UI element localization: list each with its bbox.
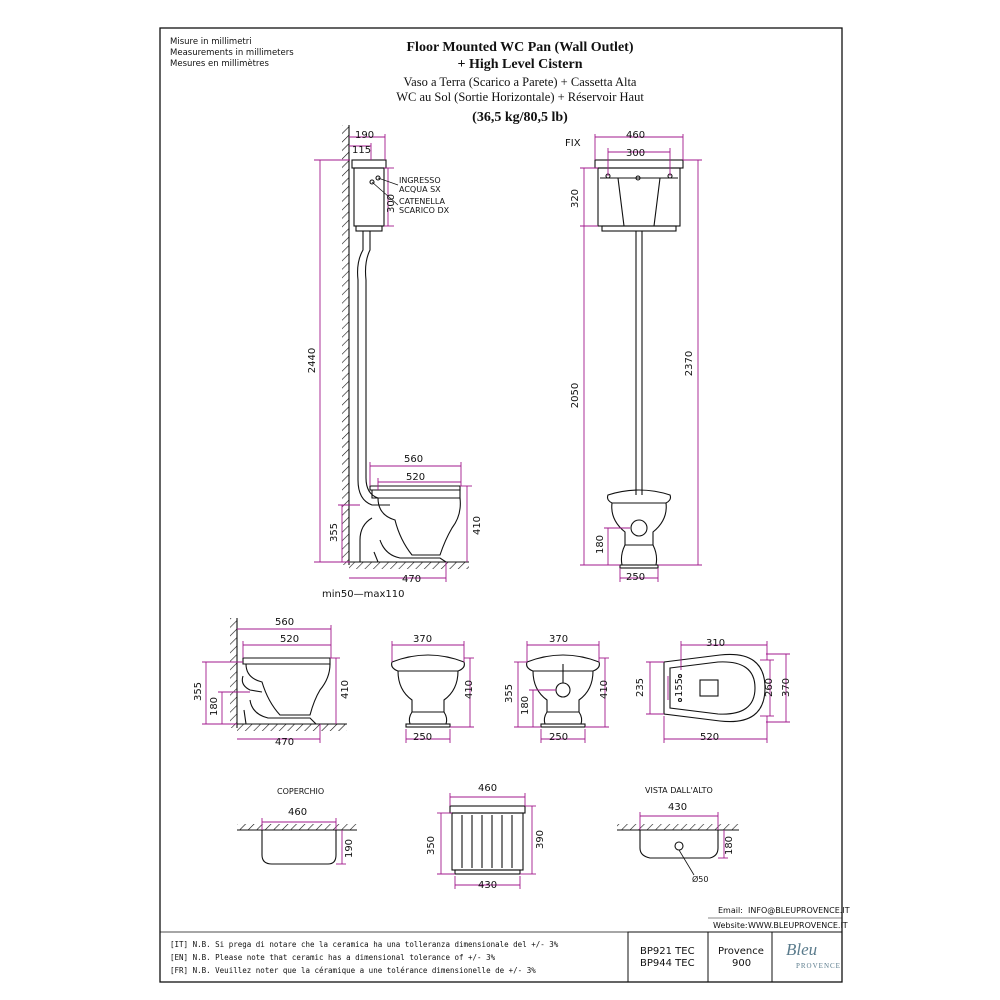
pan-side-view	[230, 618, 347, 731]
product-code-1: BP921 TEC	[640, 946, 695, 957]
fix-label: FIX	[565, 138, 581, 149]
dim-c-250: 250	[549, 732, 569, 743]
units-it: Misure in millimetri	[170, 37, 252, 47]
dim-cist-390: 390	[535, 829, 547, 850]
title-block	[627, 931, 843, 983]
chain-label-2: SCARICO DX	[399, 206, 450, 215]
email-link[interactable]: INFO@BLEUPROVENCE.IT	[748, 906, 850, 915]
dim-c-355: 355	[504, 683, 516, 704]
series-number: 900	[732, 958, 752, 969]
note-en: [EN] N.B. Please note that ceramic has a…	[170, 953, 496, 962]
dim-2050: 2050	[570, 382, 582, 409]
dim-a-410: 410	[340, 679, 352, 700]
lid-label: COPERCHIO	[277, 787, 325, 796]
side-view	[342, 125, 469, 569]
dim-190: 190	[355, 130, 375, 141]
dim-d-155: 155	[674, 677, 686, 698]
pan-top-dimensions	[646, 641, 790, 743]
lid-view	[237, 824, 357, 865]
dim-520-side: 520	[406, 472, 426, 483]
dim-a-470: 470	[275, 737, 295, 748]
dim-a-180: 180	[209, 696, 221, 717]
front-view	[594, 159, 684, 569]
dim-b-250: 250	[413, 732, 433, 743]
dim-d-520: 520	[700, 732, 720, 743]
pan-rear-dimensions	[514, 641, 609, 743]
dim-c-180: 180	[520, 695, 532, 716]
product-code-2: BP944 TEC	[640, 958, 695, 969]
note-it: [IT] N.B. Si prega di notare che la cera…	[170, 940, 559, 949]
front-view-dimensions	[580, 134, 702, 582]
series-name: Provence	[718, 946, 764, 957]
units-en: Measurements in millimeters	[170, 48, 294, 58]
side-view-dimensions	[314, 134, 472, 582]
sheet-frame	[159, 27, 843, 983]
dim-a-520: 520	[280, 634, 300, 645]
title-line4: WC au Sol (Sortie Horizontale) + Réservo…	[396, 90, 644, 104]
dim-320: 320	[570, 188, 582, 209]
brand-logo-sub: PROVENCE	[796, 962, 841, 970]
dim-410-side: 410	[472, 515, 484, 536]
dim-250-front: 250	[626, 572, 646, 583]
website-label: Website:	[713, 921, 748, 930]
pan-side-dimensions	[202, 625, 340, 743]
cistern-dimensions	[437, 793, 536, 889]
dim-d-260: 260	[764, 677, 776, 698]
pan-front-dimensions	[391, 641, 474, 743]
chain-label-1: CATENELLA	[399, 197, 445, 206]
title-weight: (36,5 kg/80,5 lb)	[472, 110, 568, 125]
dim-c-410: 410	[599, 679, 611, 700]
title-line2: + High Level Cistern	[457, 57, 583, 72]
dim-cist-430: 430	[478, 880, 498, 891]
dim-top-hole: Ø50	[692, 875, 709, 884]
dim-d-370: 370	[781, 677, 793, 698]
title-line1: Floor Mounted WC Pan (Wall Outlet)	[406, 40, 634, 55]
dim-lid-190: 190	[344, 838, 356, 859]
inlet-label-2: ACQUA SX	[399, 185, 441, 194]
top-view-label: VISTA DALL'ALTO	[645, 786, 713, 795]
cistern-front-view	[449, 805, 526, 875]
dim-d-310: 310	[706, 638, 726, 649]
brand-logo: Bleu	[786, 940, 818, 959]
side-view-leaders	[371, 177, 399, 206]
dim-lid-460: 460	[288, 807, 308, 818]
dim-b-410: 410	[464, 679, 476, 700]
dim-b-370: 370	[413, 634, 433, 645]
lid-dimensions	[261, 818, 346, 865]
outlet-range: min50—max110	[322, 589, 405, 600]
dim-cist-350: 350	[426, 835, 438, 856]
cistern-top-view	[617, 824, 739, 876]
dim-c-370: 370	[549, 634, 569, 645]
units-fr: Mesures en millimètres	[170, 59, 269, 69]
dim-2440: 2440	[307, 347, 319, 374]
note-fr: [FR] N.B. Veuillez noter que la céramiqu…	[170, 966, 536, 975]
dim-cist-460: 460	[478, 783, 498, 794]
inlet-label-1: INGRESSO	[399, 176, 441, 185]
pan-front-view	[391, 654, 465, 728]
dim-115: 115	[352, 145, 372, 156]
title-line3: Vaso a Terra (Scarico a Parete) + Casset…	[403, 75, 637, 89]
pan-rear-view	[526, 654, 600, 728]
dim-a-560: 560	[275, 617, 295, 628]
pan-top-view	[663, 653, 766, 723]
dim-560-side: 560	[404, 454, 424, 465]
dim-d-235: 235	[635, 677, 647, 698]
dim-300-front: 300	[626, 148, 646, 159]
dim-300-side: 300	[386, 193, 398, 214]
dim-460-front: 460	[626, 130, 646, 141]
dim-2370: 2370	[684, 350, 696, 377]
dim-180-front: 180	[595, 534, 607, 555]
dim-355-side: 355	[329, 522, 341, 543]
dim-a-355: 355	[193, 681, 205, 702]
email-label: Email:	[718, 906, 743, 915]
dim-top-430: 430	[668, 802, 688, 813]
cistern-top-dimensions	[639, 812, 728, 859]
dim-top-180: 180	[724, 835, 736, 856]
dim-470-side: 470	[402, 574, 422, 585]
website-link[interactable]: WWW.BLEUPROVENCE.IT	[748, 921, 848, 930]
